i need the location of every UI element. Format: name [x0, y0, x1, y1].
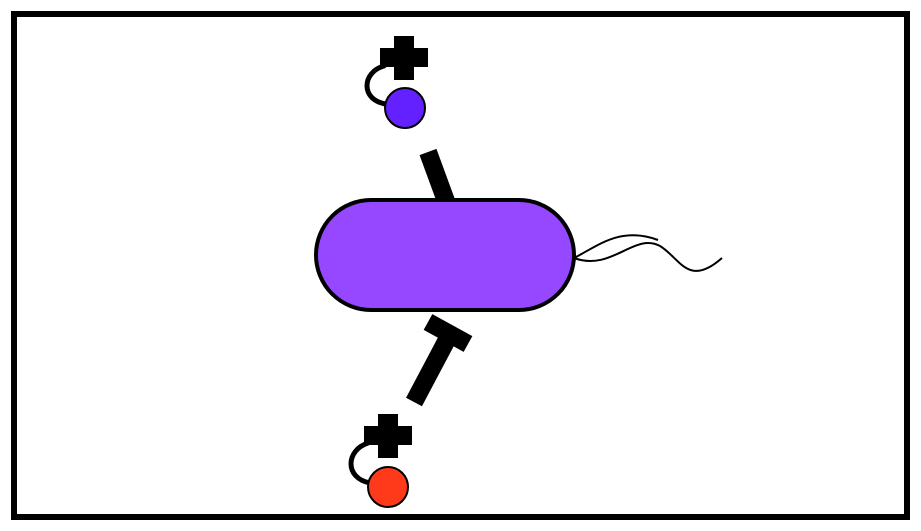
red-ligand-icon: [367, 466, 409, 508]
inhibition-bar-icon: [406, 314, 473, 407]
molecule-tail-icon: [348, 440, 373, 486]
diagram-frame: [11, 11, 910, 520]
bacterium-icon: [314, 198, 723, 312]
bottom-molecule-icon: [348, 414, 412, 508]
molecule-tail-icon: [364, 63, 389, 107]
top-molecule-icon: [364, 36, 428, 129]
flagellum-icon: [573, 234, 723, 272]
plus-sign-icon: [364, 414, 412, 458]
bacterium-body: [314, 198, 576, 312]
purple-ligand-icon: [384, 87, 426, 129]
plus-sign-icon: [380, 36, 428, 80]
